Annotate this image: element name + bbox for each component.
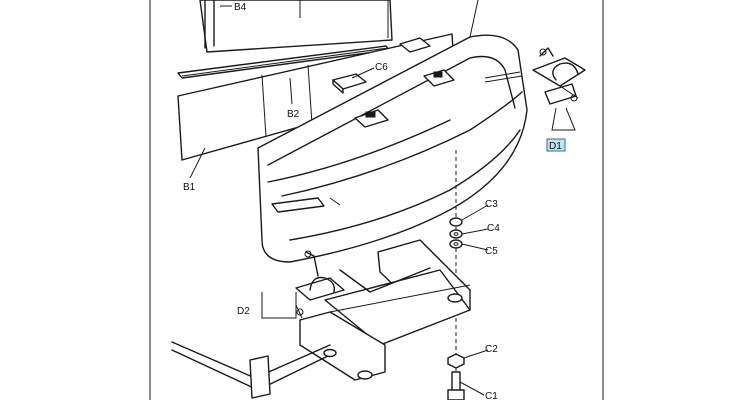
label-c2: C2 [485, 344, 498, 355]
label-d1[interactable]: D1 [549, 141, 562, 152]
label-d1-highlight [546, 138, 566, 152]
label-c3: C3 [485, 199, 498, 210]
label-c5: C5 [485, 246, 498, 257]
part-main-hood [257, 0, 528, 263]
label-b1: B1 [183, 182, 196, 193]
part-c4-washer [449, 229, 463, 239]
part-c5-washer [449, 239, 463, 249]
part-lower-frame [171, 239, 471, 399]
part-c1-bolt [447, 371, 465, 400]
part-b4-upper-panel [199, 0, 393, 53]
part-c3-washer [449, 217, 463, 227]
leader-lines [189, 5, 489, 396]
part-c6-latch-2 [354, 109, 389, 128]
label-b4: B4 [234, 2, 247, 13]
part-c6-latch-1 [423, 69, 455, 87]
part-c6-pad-1 [332, 73, 367, 94]
part-d1-bracket [532, 47, 586, 131]
label-d2: D2 [237, 306, 250, 317]
label-b2: B2 [287, 109, 300, 120]
part-c6-pad-2 [399, 37, 431, 53]
part-c2-nut [447, 353, 465, 369]
part-d2-bracket [261, 250, 345, 319]
label-c1: C1 [485, 391, 498, 400]
label-c6: C6 [375, 62, 388, 73]
label-c4: C4 [487, 223, 500, 234]
